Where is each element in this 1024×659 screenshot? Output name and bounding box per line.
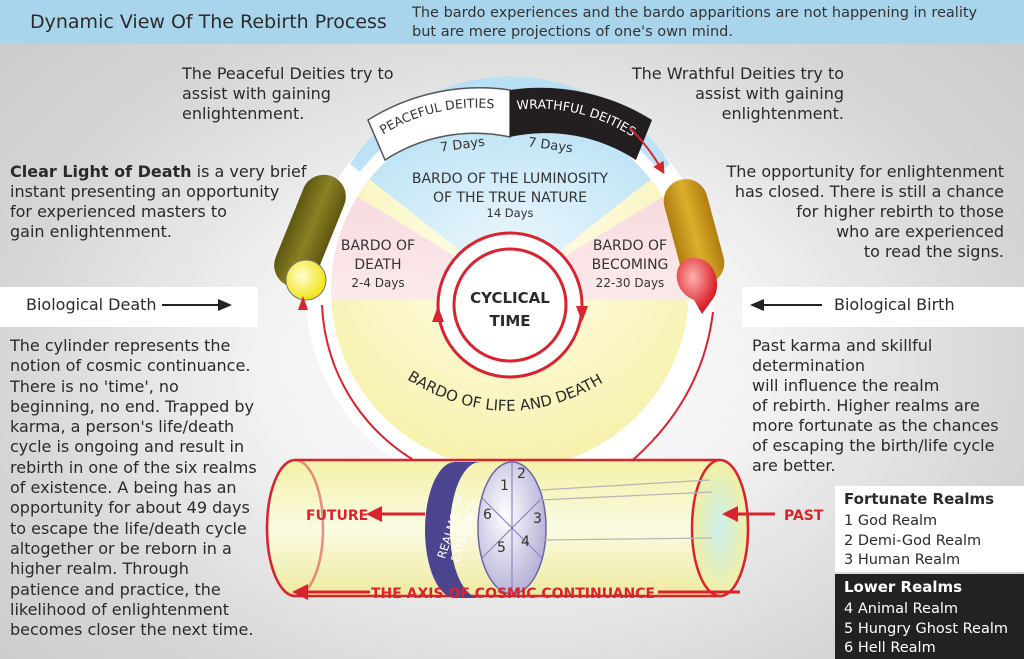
peaceful-days: 7 Days	[439, 135, 486, 156]
realm-number: 4	[521, 534, 530, 550]
fortunate-realms-legend: Fortunate Realms 1 God Realm 2 Demi-God …	[835, 486, 1024, 572]
note-line: cycle is ongoing and result in	[10, 437, 245, 457]
note-line: altogether or be reborn in a	[10, 538, 232, 558]
becoming-line1: BARDO OF	[593, 238, 667, 254]
axis-label: THE AXIS OF COSMIC CONTINUANCE	[371, 586, 655, 602]
clear-light-rest: is a very brief	[191, 162, 307, 181]
luminosity-line2: OF THE TRUE NATURE	[433, 190, 587, 206]
luminosity-line1: BARDO OF THE LUMINOSITY	[412, 171, 609, 187]
closed-opportunity-pod	[663, 179, 725, 285]
biological-birth-label: Biological Birth	[834, 295, 955, 314]
clear-light-note: Clear Light of Death is a very brief ins…	[10, 162, 307, 242]
past-label: PAST	[784, 508, 824, 524]
note-line: who are experienced	[836, 222, 1004, 241]
realm-number: 3	[533, 511, 542, 527]
legend-item: 2 Demi-God Realm	[844, 532, 982, 549]
clear-light-pod	[274, 174, 346, 288]
peaceful-note: The Peaceful Deities try to assist with …	[182, 64, 394, 124]
death-days: 2-4 Days	[351, 276, 404, 290]
cylinder-end	[690, 458, 750, 598]
death-line2: DEATH	[354, 257, 401, 273]
note-line: patience and practice, the	[10, 579, 221, 599]
header-note-line: but are mere projections of one's own mi…	[412, 24, 733, 40]
biological-birth-orb	[676, 258, 718, 314]
biological-birth-band	[742, 287, 1024, 327]
cycle-arrow-right	[576, 306, 588, 322]
note-line: higher realm. Through	[10, 559, 189, 579]
legend-item: 3 Human Realm	[844, 552, 961, 568]
realm-number: 2	[517, 466, 526, 482]
biological-death-label: Biological Death	[26, 295, 157, 314]
note-line: of rebirth. Higher realms are	[752, 396, 980, 415]
legend-item: 5 Hungry Ghost Realm	[844, 620, 1009, 637]
note-line: determination	[752, 356, 866, 375]
page-title: Dynamic View Of The Rebirth Process	[30, 11, 387, 33]
note-line: karma, a person's life/death	[10, 417, 235, 437]
note-line: beginning, no end. Trapped by	[10, 396, 254, 416]
wrathful-arrow	[629, 127, 665, 175]
note-line: The Wrathful Deities try to	[631, 64, 844, 83]
note-line: There is no 'time', no	[10, 376, 179, 396]
note-line: are better.	[752, 456, 836, 475]
cyclical-line2: TIME	[490, 312, 531, 330]
wrathful-days: 7 Days	[527, 135, 574, 156]
note-line: enlightenment.	[721, 104, 844, 123]
realms-of-existence-band	[425, 462, 480, 598]
wrathful-deities-banner	[510, 87, 652, 160]
note-line: enlightenment.	[182, 104, 305, 123]
realm-number: 5	[497, 540, 506, 556]
note-line: The opportunity for enlightenment	[726, 162, 1005, 181]
note-line: The cylinder represents the	[10, 336, 231, 355]
note-line: of existence. A being has an	[10, 478, 237, 498]
header-note: The bardo experiences and the bardo appa…	[412, 4, 1012, 42]
realm-number: 1	[500, 478, 509, 494]
note-line: The Peaceful Deities try to	[182, 64, 394, 83]
lower-realms-title: Lower Realms	[844, 578, 963, 596]
note-line: will influence the realm	[752, 376, 940, 395]
note-line: to escape the life/death cycle	[10, 518, 247, 538]
note-line: Past karma and skillful	[752, 336, 933, 355]
note-line: gain enlightenment.	[10, 222, 172, 241]
legend-item: 1 God Realm	[844, 513, 938, 529]
becoming-line2: BECOMING	[592, 257, 669, 273]
note-line: for higher rebirth to those	[796, 202, 1004, 221]
note-line: Clear Light of Death is a very brief	[10, 162, 307, 182]
realm-number: 6	[483, 507, 492, 523]
note-line: has closed. There is still a chance	[734, 182, 1004, 201]
note-line: notion of cosmic continuance.	[10, 356, 251, 376]
note-line: more fortunate as the chances	[752, 416, 999, 435]
note-line: opportunity for about 49 days	[10, 498, 250, 518]
note-line: assist with gaining	[695, 84, 844, 103]
cylinder-note: The cylinder represents the notion of co…	[10, 336, 257, 640]
biological-death-orb	[285, 259, 327, 301]
note-line: of escaping the birth/life cycle	[752, 436, 995, 455]
note-line: rebirth in one of the six realms	[10, 457, 257, 477]
note-line: instant presenting an opportunity	[10, 182, 280, 201]
note-line: becomes closer the next time.	[10, 620, 254, 640]
note-line: for experienced masters to	[10, 202, 227, 221]
note-line: likelihood of enlightenment	[10, 599, 230, 619]
header-note-line: The bardo experiences and the bardo appa…	[412, 5, 978, 21]
clear-light-bold: Clear Light of Death	[10, 162, 192, 181]
legend-item: 6 Hell Realm	[844, 640, 936, 656]
death-line1: BARDO OF	[341, 238, 415, 254]
cyclical-line1: CYCLICAL	[470, 289, 550, 307]
lower-realms-legend: Lower Realms 4 Animal Realm 5 Hungry Gho…	[835, 574, 1024, 659]
biological-death-band	[0, 287, 258, 327]
fortunate-realms-title: Fortunate Realms	[844, 490, 995, 508]
future-label: FUTURE	[306, 508, 368, 524]
becoming-days: 22-30 Days	[596, 276, 665, 290]
note-line: to read the signs.	[863, 242, 1004, 261]
header-bar: Dynamic View Of The Rebirth Process The …	[0, 0, 1024, 44]
cycle-arrow-left	[432, 306, 444, 322]
wrathful-note: The Wrathful Deities try to assist with …	[632, 64, 844, 124]
note-line: assist with gaining	[182, 84, 331, 103]
karma-note: Past karma and skillful determination wi…	[752, 336, 999, 476]
closed-note: The opportunity for enlightenment has cl…	[727, 162, 1005, 262]
luminosity-days: 14 Days	[487, 206, 534, 220]
legend-item: 4 Animal Realm	[844, 601, 959, 617]
cyclical-time-inner	[452, 247, 568, 363]
